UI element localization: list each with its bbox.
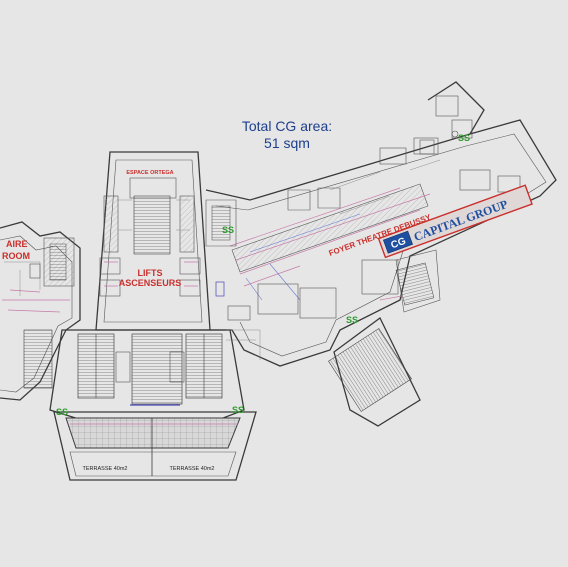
ss-marker: SS	[222, 225, 234, 235]
terrasse-right-label: TERRASSE 40m2	[170, 466, 215, 472]
terrace	[53, 411, 257, 481]
room-label: ROOM	[2, 251, 30, 261]
lift-hall	[95, 151, 225, 331]
left-wing	[0, 221, 81, 401]
ss-marker: SS	[458, 133, 470, 143]
area-title-line1: Total CG area:	[242, 118, 332, 134]
ss-marker: SS	[232, 405, 244, 415]
grand-stair	[49, 329, 245, 421]
ascenseurs-label: ASCENSEURS	[119, 278, 182, 288]
area-title-line2: 51 sqm	[264, 135, 310, 151]
aire-label: AIRE	[6, 239, 28, 249]
right-stair	[328, 249, 441, 427]
ss-marker: SS	[346, 315, 358, 325]
espace-ortega-label: ESPACE ORTEGA	[126, 170, 173, 176]
upper-right-rooms	[205, 81, 485, 247]
terrasse-left-label: TERRASSE 40m2	[83, 466, 128, 472]
lifts-label: LIFTS	[138, 268, 163, 278]
capital-group-logo-icon: CG	[390, 236, 408, 252]
ss-marker: SS	[56, 407, 68, 417]
